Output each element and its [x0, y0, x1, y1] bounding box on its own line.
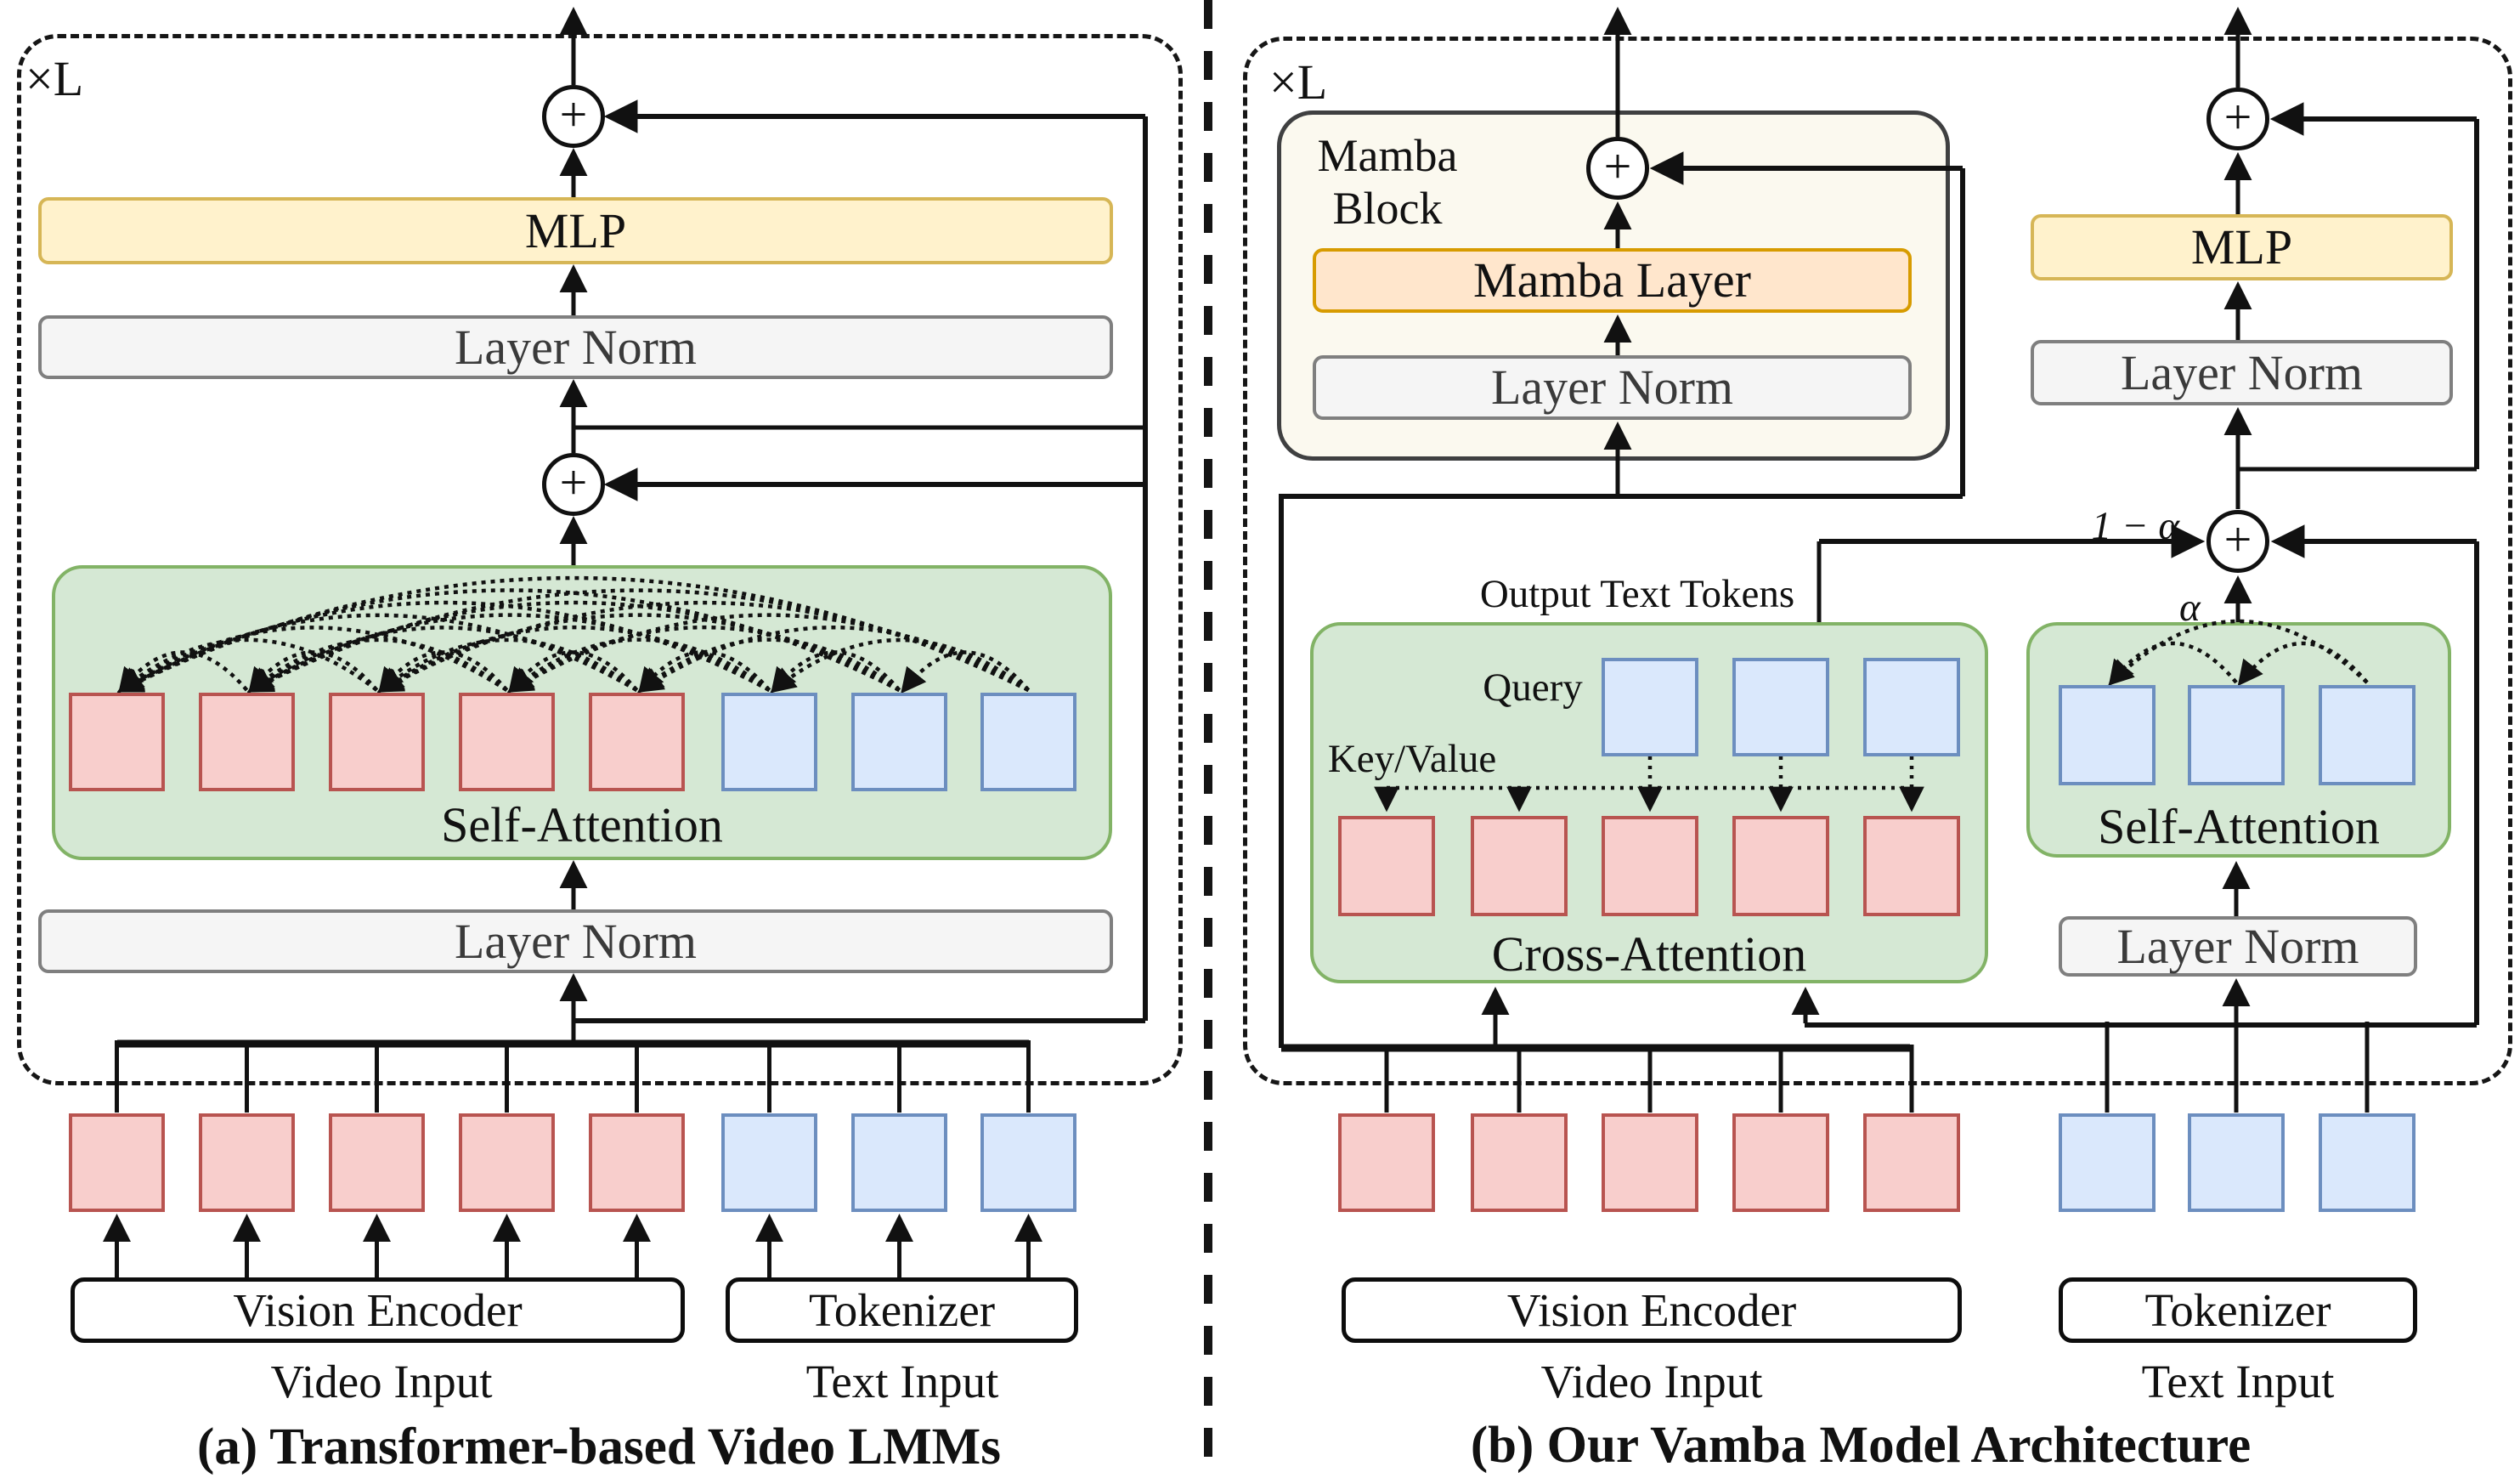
text-token	[2059, 685, 2156, 785]
query-token	[1732, 658, 1829, 756]
panel-a-layer-norm-top-box: Layer Norm	[38, 315, 1113, 379]
text-token	[2188, 1113, 2285, 1212]
panel-b-repeat-label: ×L	[1269, 54, 1328, 110]
plus-icon: +	[1603, 138, 1632, 194]
panel-b-text-input-label: Text Input	[2141, 1356, 2335, 1407]
panel-b-mlp-label: MLP	[2190, 219, 2293, 275]
panel-a-repeat-label: ×L	[25, 51, 84, 106]
panel-b-vision-encoder-box: Vision Encoder	[1342, 1277, 1962, 1343]
text-token	[980, 693, 1076, 791]
panel-a-caption: (a) Transformer-based Video LMMs	[197, 1419, 1001, 1475]
panel-b-cross-attention-label: Cross-Attention	[1491, 926, 1807, 982]
panel-a-tokenizer-label: Tokenizer	[808, 1284, 996, 1336]
panel-a-video-input-label: Video Input	[270, 1356, 493, 1407]
panel-b-output-text-tokens-label: Output Text Tokens	[1479, 572, 1795, 616]
panel-b-add-node-mamba: +	[1586, 137, 1649, 200]
text-token	[2059, 1113, 2156, 1212]
panel-b-layer-norm-mamba-label: Layer Norm	[1490, 360, 1734, 415]
query-token	[1863, 658, 1960, 756]
video-token	[1863, 1113, 1960, 1212]
panel-b-mamba-layer-box: Mamba Layer	[1313, 248, 1912, 313]
plus-icon: +	[2223, 511, 2252, 567]
text-token	[721, 1113, 817, 1212]
panel-b-mamba-layer-label: Mamba Layer	[1473, 252, 1751, 308]
panel-b-video-input-label: Video Input	[1540, 1356, 1763, 1407]
text-token	[980, 1113, 1076, 1212]
key-value-token	[1338, 816, 1435, 916]
panel-b-vision-encoder-label: Vision Encoder	[1506, 1284, 1797, 1336]
plus-icon: +	[559, 86, 588, 142]
panel-a-repeat-frame	[17, 34, 1183, 1085]
video-token	[69, 693, 165, 791]
key-value-token	[1602, 816, 1698, 916]
video-token	[459, 1113, 555, 1212]
panel-b-tokenizer-label: Tokenizer	[2144, 1284, 2331, 1336]
panel-b-key-value-label: Key/Value	[1327, 737, 1497, 781]
panel-b-mamba-block-label-line1: Mamba	[1317, 130, 1458, 181]
panel-b-tokenizer-box: Tokenizer	[2059, 1277, 2417, 1343]
key-value-token	[1863, 816, 1960, 916]
panel-b-alpha-label: α	[2179, 586, 2201, 630]
panel-divider	[1204, 0, 1212, 1478]
panel-b-mlp-box: MLP	[2031, 214, 2453, 280]
attention-arc-wires	[116, 575, 2369, 813]
key-value-token	[1732, 816, 1829, 916]
panel-a-mlp-box: MLP	[38, 197, 1113, 264]
panel-a-layer-norm-bottom-label: Layer Norm	[454, 913, 698, 969]
panel-a-mlp-label: MLP	[524, 202, 627, 258]
video-token	[329, 693, 425, 791]
key-value-token	[1471, 816, 1568, 916]
panel-b-add-node-fusion: +	[2206, 510, 2269, 573]
video-token	[199, 693, 295, 791]
panel-a-layer-norm-bottom-box: Layer Norm	[38, 909, 1113, 973]
panel-b-layer-norm-mamba-box: Layer Norm	[1313, 355, 1912, 420]
panel-b-one-minus-alpha-label: 1 − α	[2091, 504, 2179, 548]
text-token	[2188, 685, 2285, 785]
plus-icon: +	[559, 454, 588, 510]
video-token	[329, 1113, 425, 1212]
panel-b-layer-norm-mlp-label: Layer Norm	[2120, 344, 2364, 400]
video-token	[459, 693, 555, 791]
panel-a-self-attention-label: Self-Attention	[441, 797, 723, 852]
video-token	[1471, 1113, 1568, 1212]
video-token	[1338, 1113, 1435, 1212]
panel-b-add-node-mlp: +	[2206, 88, 2269, 150]
text-token	[721, 693, 817, 791]
text-token	[2319, 1113, 2415, 1212]
video-token	[69, 1113, 165, 1212]
panel-b-self-attention-label: Self-Attention	[2098, 799, 2380, 854]
panel-a-add-node-attention: +	[542, 453, 605, 516]
video-token	[199, 1113, 295, 1212]
query-token	[1602, 658, 1698, 756]
panel-b-repeat-frame	[1243, 37, 2512, 1085]
video-token	[1602, 1113, 1698, 1212]
panel-b-layer-norm-mlp-box: Layer Norm	[2031, 340, 2453, 405]
panel-a-tokenizer-box: Tokenizer	[726, 1277, 1078, 1343]
panel-b-layer-norm-attention-label: Layer Norm	[2116, 918, 2359, 974]
panel-a-vision-encoder-label: Vision Encoder	[233, 1284, 523, 1336]
solid-wires	[103, 7, 2479, 1277]
video-token	[1732, 1113, 1829, 1212]
plus-icon: +	[2223, 88, 2252, 144]
panel-a-text-input-label: Text Input	[805, 1356, 999, 1407]
panel-b-caption: (b) Our Vamba Model Architecture	[1470, 1417, 2252, 1474]
panel-a-layer-norm-top-label: Layer Norm	[454, 319, 698, 375]
panel-b-mamba-block-label: Mamba Block	[1298, 129, 1477, 235]
panel-b-layer-norm-attention-box: Layer Norm	[2059, 916, 2417, 977]
panel-a-vision-encoder-box: Vision Encoder	[71, 1277, 685, 1343]
video-token	[589, 693, 685, 791]
panel-b-query-label: Query	[1483, 665, 1583, 710]
text-token	[851, 693, 947, 791]
text-token	[851, 1113, 947, 1212]
panel-a-add-node-mlp: +	[542, 85, 605, 148]
video-token	[589, 1113, 685, 1212]
text-token	[2319, 685, 2415, 785]
panel-b-mamba-block-label-line2: Block	[1332, 183, 1443, 235]
